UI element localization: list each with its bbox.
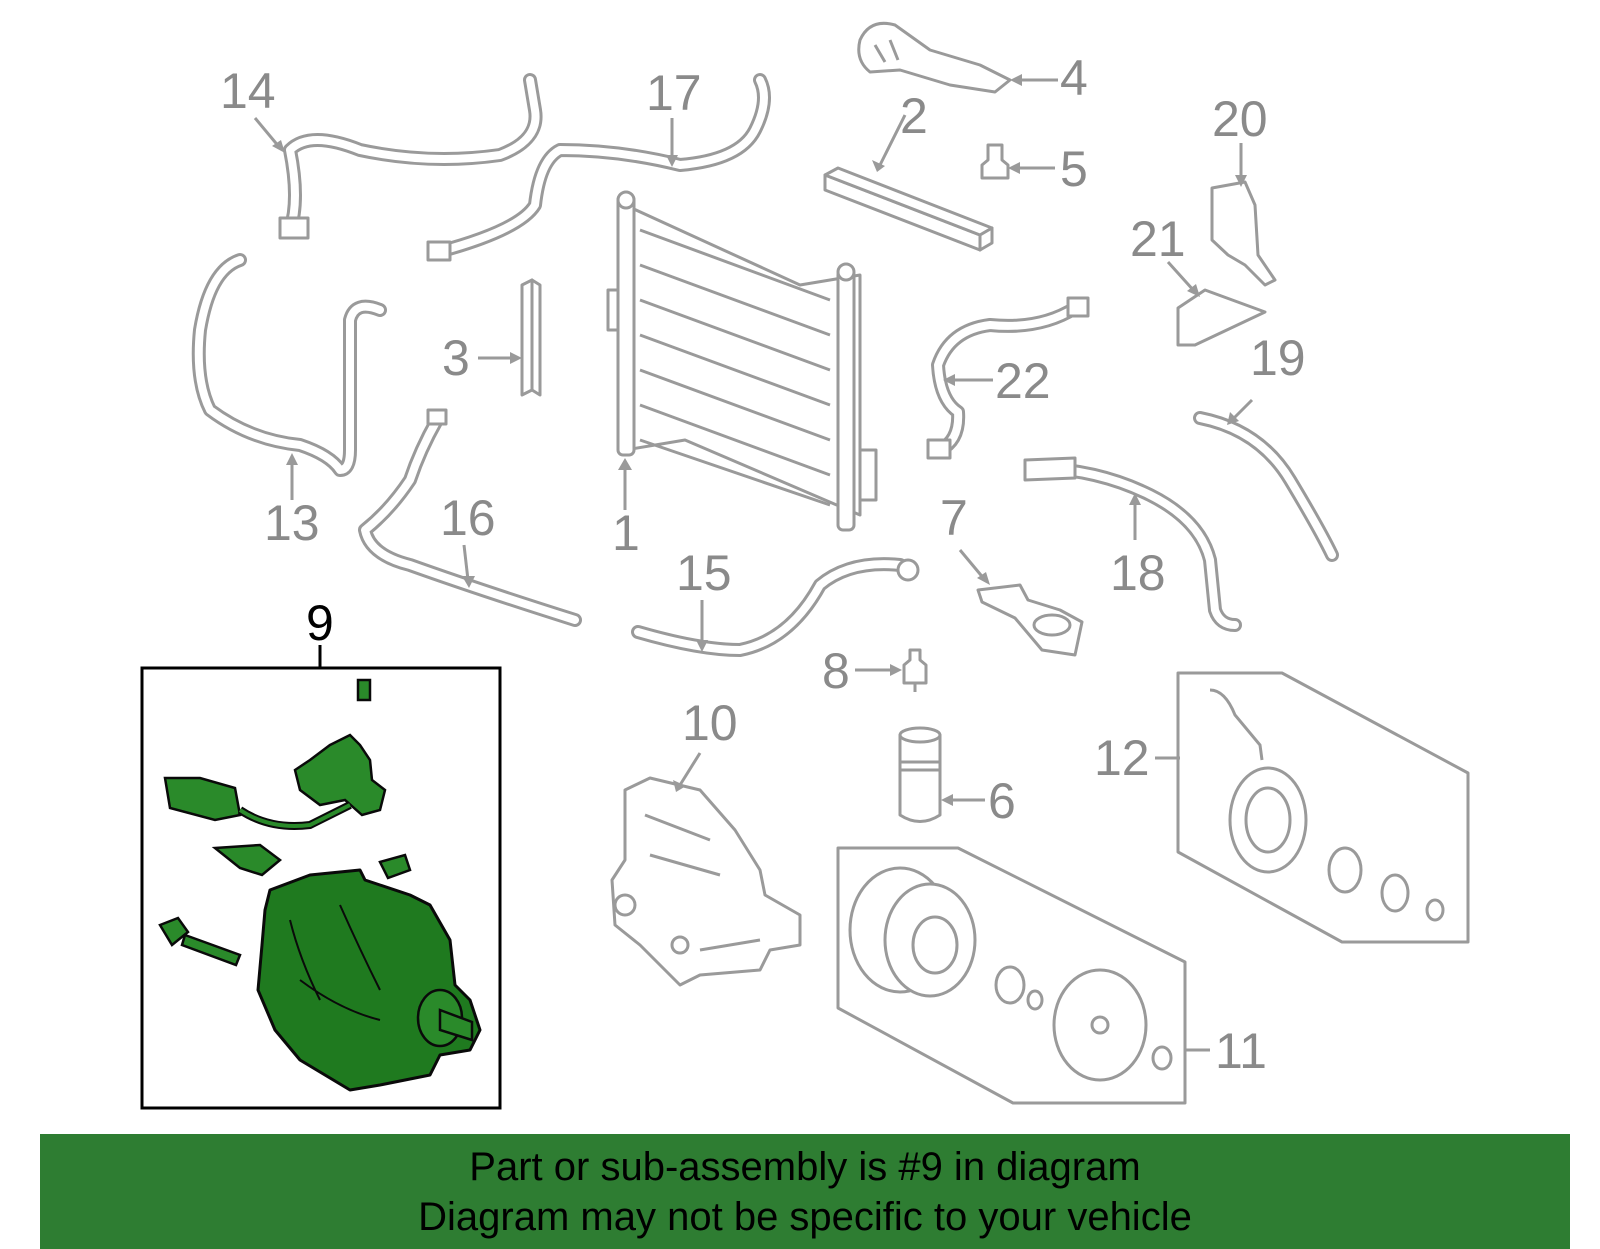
part-19-hose[interactable] <box>1193 411 1339 562</box>
part-6-drier[interactable] <box>898 726 942 823</box>
part-10-bracket[interactable] <box>610 776 802 987</box>
part-15-line[interactable] <box>631 557 920 657</box>
part-18-hose[interactable] <box>1023 456 1242 632</box>
part-7-clamp[interactable] <box>976 583 1084 657</box>
part-3-seal[interactable] <box>520 278 542 397</box>
callout-16: 16 <box>440 490 496 546</box>
callout-18: 18 <box>1110 545 1166 601</box>
callout-20: 20 <box>1212 91 1268 147</box>
callout-labels: 1 2 3 4 5 6 7 8 9 10 11 12 13 14 15 16 1… <box>220 50 1306 1079</box>
part-4-bracket[interactable] <box>857 21 1012 94</box>
callout-12: 12 <box>1094 730 1150 786</box>
part-12-coil-kit[interactable] <box>1176 671 1470 944</box>
banner-line-1: Part or sub-assembly is #9 in diagram <box>469 1144 1141 1189</box>
callout-17: 17 <box>646 65 702 121</box>
callout-19: 19 <box>1250 330 1306 386</box>
callout-10: 10 <box>682 695 738 751</box>
part-16-line[interactable] <box>358 408 582 627</box>
callout-9: 9 <box>306 595 334 651</box>
part-17-line[interactable] <box>426 73 771 262</box>
callout-1: 1 <box>612 505 640 561</box>
callout-21: 21 <box>1130 211 1186 267</box>
callout-5: 5 <box>1060 141 1088 197</box>
callout-3: 3 <box>442 330 470 386</box>
part-22-line[interactable] <box>926 296 1090 460</box>
banner-line-2: Diagram may not be specific to your vehi… <box>418 1194 1192 1239</box>
callout-4: 4 <box>1060 50 1088 106</box>
part-1-condenser[interactable] <box>606 190 878 532</box>
callout-11: 11 <box>1215 1023 1267 1079</box>
callout-13: 13 <box>264 495 320 551</box>
part-2-seal[interactable] <box>823 166 994 252</box>
part-11-clutch-kit[interactable] <box>836 846 1187 1105</box>
callout-7: 7 <box>940 490 968 546</box>
part-20-bracket[interactable] <box>1210 180 1277 287</box>
part-9-compressor[interactable] <box>140 666 502 1110</box>
callout-14: 14 <box>220 63 276 119</box>
callout-15: 15 <box>676 545 732 601</box>
part-14-hose[interactable] <box>278 73 543 240</box>
part-13-hose[interactable] <box>191 253 387 477</box>
callout-8: 8 <box>822 643 850 699</box>
part-8-switch[interactable] <box>902 648 928 692</box>
callout-6: 6 <box>988 773 1016 829</box>
part-21-bracket[interactable] <box>1176 288 1267 347</box>
callout-22: 22 <box>995 353 1051 409</box>
part-5-cap[interactable] <box>980 143 1010 180</box>
info-banner: Part or sub-assembly is #9 in diagram Di… <box>40 1134 1570 1249</box>
leader-lines <box>253 74 1254 1052</box>
callout-2: 2 <box>900 88 928 144</box>
